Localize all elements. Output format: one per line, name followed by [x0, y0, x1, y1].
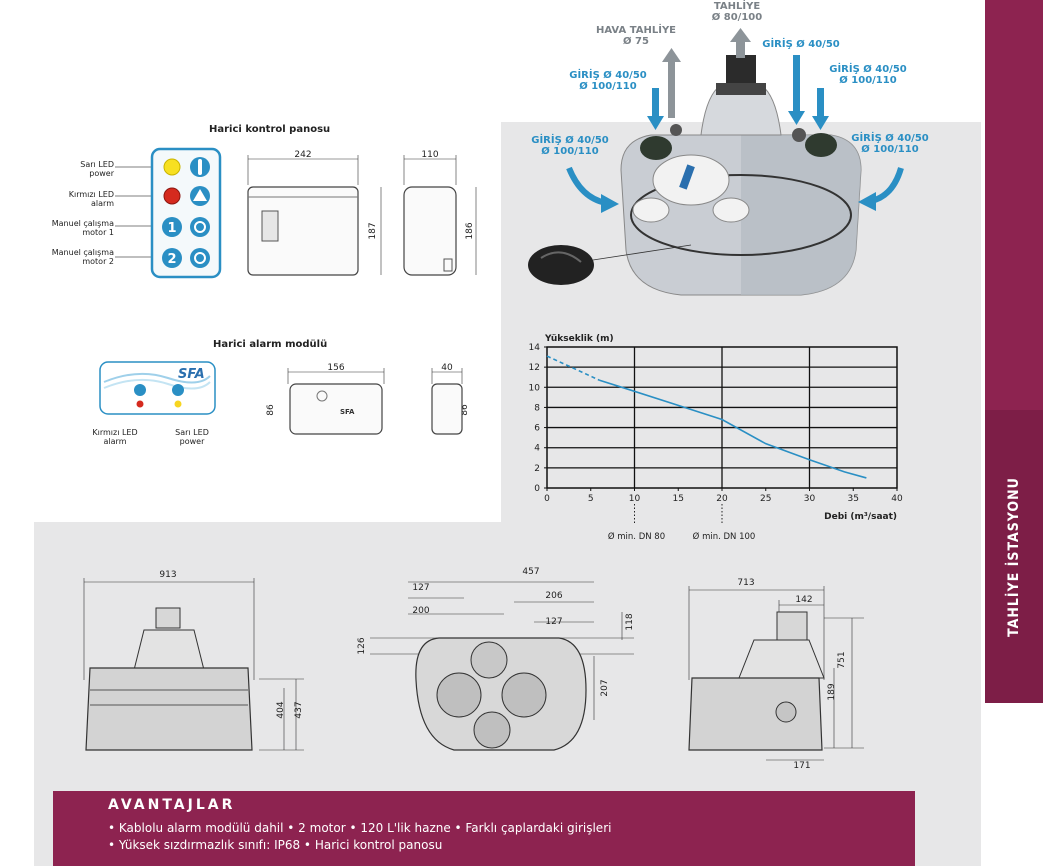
svg-text:SFA: SFA	[340, 408, 355, 416]
svg-text:156: 156	[327, 363, 344, 373]
technical-drawings: 913 404 437 457 127 206 200 127 126 118 …	[83, 567, 864, 771]
x-tick-label: 10	[629, 494, 641, 504]
svg-text:127: 127	[545, 617, 562, 627]
svg-text:1: 1	[167, 221, 176, 236]
svg-text:171: 171	[793, 761, 810, 771]
x-tick-label: 40	[891, 494, 903, 504]
advantages-title: AVANTAJLAR	[108, 797, 236, 813]
svg-text:127: 127	[412, 583, 429, 593]
side-view: 713 142 751 189 171	[688, 578, 864, 771]
svg-text:751: 751	[837, 651, 847, 668]
annotation-label: Ø min. DN 80	[608, 531, 665, 542]
y-tick-label: 0	[534, 484, 540, 494]
advantages-panel	[53, 791, 915, 866]
front-view: 913 404 437	[83, 570, 304, 751]
sidebar-title-band	[985, 410, 1043, 703]
alarm-module-front: SFA	[99, 361, 216, 415]
svg-text:SFA: SFA	[178, 367, 205, 382]
y-tick-label: 6	[534, 424, 540, 434]
callout-giris-top-mid: GİRİŞ Ø 40/50	[762, 39, 840, 50]
y-tick-label: 14	[529, 343, 541, 353]
x-tick-label: 0	[544, 494, 550, 504]
svg-text:110: 110	[421, 150, 438, 160]
svg-text:187: 187	[368, 222, 378, 239]
pump-1-icon	[190, 217, 210, 237]
motor-2-button	[162, 248, 182, 268]
svg-text:206: 206	[545, 591, 562, 601]
control-panel-drawings: 242 110 187 186	[247, 150, 477, 276]
red-led-icon	[136, 400, 144, 408]
alarm-module-title: Harici alarm modülü	[213, 339, 328, 350]
svg-text:207: 207	[600, 679, 610, 696]
x-tick-label: 25	[760, 494, 771, 504]
svg-text:189: 189	[827, 683, 837, 700]
svg-text:86: 86	[266, 404, 276, 416]
svg-text:118: 118	[625, 613, 635, 630]
product-illustration	[528, 28, 904, 296]
x-tick-label: 5	[588, 494, 594, 504]
svg-text:200: 200	[412, 606, 429, 616]
svg-text:713: 713	[737, 578, 754, 588]
advantages-line-2: • Yüksek sızdırmazlık sınıfı: IP68 • Har…	[108, 838, 443, 852]
yellow-led-icon	[163, 158, 181, 176]
x-tick-label: 20	[716, 494, 728, 504]
x-tick-label: 15	[673, 494, 684, 504]
pump-2-icon	[190, 248, 210, 268]
svg-text:242: 242	[294, 150, 311, 160]
y-tick-label: 2	[534, 464, 540, 474]
sidebar-title: TAHLİYE İSTASYONU	[1006, 476, 1022, 637]
y-tick-label: 4	[534, 444, 540, 454]
svg-text:2: 2	[167, 252, 176, 267]
chart-xlabel: Debi (m³/saat)	[824, 512, 897, 522]
red-led-icon	[163, 187, 181, 205]
svg-text:40: 40	[441, 363, 453, 373]
svg-text:142: 142	[795, 595, 812, 605]
power-icon	[172, 384, 184, 396]
svg-text:913: 913	[159, 570, 176, 580]
svg-text:186: 186	[465, 222, 475, 239]
svg-text:86: 86	[460, 404, 470, 416]
impeller-icon	[528, 245, 594, 285]
inlet-fitting	[805, 133, 837, 157]
inlet-fitting	[640, 136, 672, 160]
y-tick-label: 8	[534, 403, 540, 413]
motor-1-button	[162, 217, 182, 237]
control-panel-front: 1 2	[115, 147, 222, 279]
chart-ylabel: Yükseklik (m)	[544, 334, 614, 344]
y-tick-label: 10	[529, 383, 541, 393]
top-view: 457 127 206 200 127 126 118 207	[357, 567, 635, 751]
control-panel-title: Harici kontrol panosu	[209, 124, 331, 135]
x-tick-label: 35	[848, 494, 859, 504]
x-tick-label: 30	[804, 494, 816, 504]
y-tick-label: 12	[529, 363, 540, 373]
svg-text:126: 126	[357, 637, 367, 654]
alarm-icon	[134, 384, 146, 396]
annotation-label: Ø min. DN 100	[693, 531, 756, 542]
svg-text:404: 404	[276, 701, 286, 718]
yellow-led-icon	[174, 400, 182, 408]
alarm-module-drawings: 156 40 86 86 SFA	[266, 363, 470, 435]
curve-dashed-segment	[546, 355, 600, 381]
svg-text:457: 457	[522, 567, 539, 577]
svg-text:437: 437	[294, 701, 304, 718]
advantages-line-1: • Kablolu alarm modülü dahil • 2 motor •…	[108, 821, 612, 835]
curve-solid-segment	[599, 379, 867, 479]
